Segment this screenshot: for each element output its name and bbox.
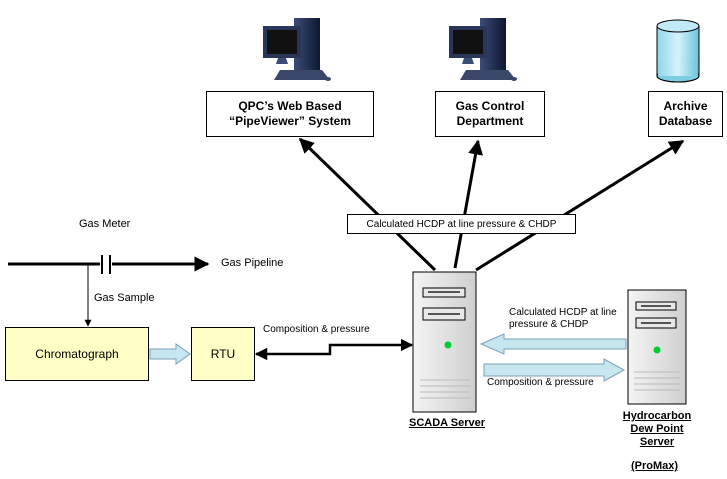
calculated-hcdp-label-box: Calculated HCDP at line pressure & CHDP (347, 214, 576, 234)
arrow-to-archive (475, 139, 685, 272)
gas-pipeline-label: Gas Pipeline (221, 257, 284, 269)
block-arrow-hcdp-to-scada (479, 333, 627, 355)
gas-sample-label: Gas Sample (94, 292, 155, 304)
gas-control-box: Gas Control Department (435, 91, 545, 137)
pipeviewer-box: QPC’s Web Based “PipeViewer” System (206, 91, 374, 137)
computer-icon (449, 18, 517, 81)
hydrocarbon-server-icon (627, 289, 687, 405)
rtu-box: RTU (191, 327, 255, 381)
rtu-scada-connector (254, 338, 414, 361)
chromatograph-box: Chromatograph (5, 327, 149, 381)
arrow-to-pipeviewer (298, 137, 437, 272)
arrow-to-gas-control (453, 139, 483, 269)
composition-pressure-right-label: Composition & pressure (487, 377, 594, 388)
block-arrow-chromatograph-rtu (149, 343, 191, 365)
calculated-hcdp-right-label: Calculated HCDP at line pressure & CHDP (509, 307, 617, 330)
promax-label: (ProMax) (631, 460, 679, 472)
database-icon (656, 19, 700, 83)
block-arrow-scada-to-hcdp (483, 358, 626, 382)
composition-pressure-rtu-label: Composition & pressure (263, 324, 370, 335)
archive-database-box: Archive Database (648, 91, 723, 137)
computer-icon (263, 18, 331, 81)
hydrocarbon-server-label: Hydrocarbon Dew Point Server (622, 410, 692, 448)
scada-server-label: SCADA Server (408, 417, 485, 429)
scada-server-icon (412, 271, 477, 413)
gas-meter-label: Gas Meter (79, 218, 131, 230)
